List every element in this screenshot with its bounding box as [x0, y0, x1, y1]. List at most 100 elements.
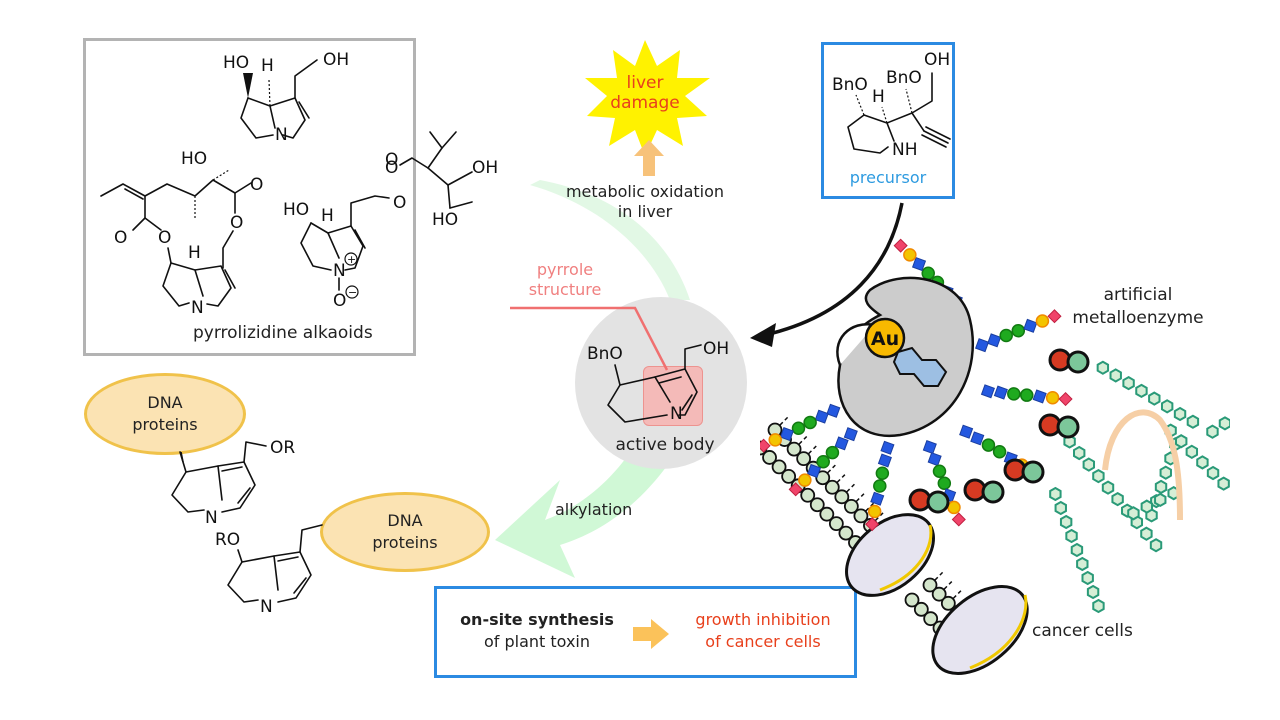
sugar-chain	[980, 384, 1073, 407]
summary-left-normal: of plant toxin	[483, 632, 591, 651]
atom-o-carbonyl: O	[114, 228, 127, 248]
atom-oh: OH	[472, 158, 498, 178]
summary-box: on-site synthesis of plant toxin growth …	[434, 586, 857, 678]
gold-center	[864, 317, 906, 359]
lipid	[819, 506, 835, 522]
ligand-shape	[892, 346, 948, 387]
atom-ho: HO	[283, 200, 309, 220]
precursor-label: precursor	[850, 168, 927, 187]
atom-o-minus: O	[333, 291, 346, 311]
sugar-chain	[865, 440, 895, 532]
dna-bubble-1: DNA proteins	[84, 373, 246, 455]
sugar-chain	[760, 403, 841, 453]
alkaloid-box	[83, 38, 416, 356]
arrowhead-icon	[750, 323, 776, 347]
metalloenzyme-scene: Au artificial metalloenzyme cancer cells	[760, 238, 1230, 675]
cancer-cells-label: cancer cells	[1032, 621, 1133, 641]
lipid	[923, 611, 939, 627]
sugar-chain	[788, 427, 858, 497]
lipid	[853, 502, 875, 524]
pyrrole-label-line2: structure	[528, 280, 602, 299]
atom-h: H	[872, 87, 885, 107]
burst-label-line1: liver	[627, 73, 664, 93]
atom-bno: BnO	[832, 75, 868, 95]
binder-pair	[1003, 458, 1045, 484]
bubble2-line1: DNA	[387, 511, 423, 530]
lipid	[913, 601, 929, 617]
lipid	[771, 459, 787, 475]
bubble2-line2: proteins	[372, 533, 438, 552]
atom-ro: RO	[215, 530, 240, 550]
process-line2: in liver	[617, 202, 673, 221]
alkaloid-caption: pyrrolizidine alkaoids	[193, 323, 373, 343]
pyrrole-highlight	[643, 366, 703, 426]
lipid	[931, 581, 953, 602]
binder-pair	[1038, 413, 1080, 439]
summary-left: on-site synthesis of plant toxin	[447, 609, 627, 653]
lipid	[824, 474, 846, 495]
lipid	[838, 525, 854, 541]
lipid	[828, 516, 844, 532]
dna-bubble-2: DNA proteins	[320, 492, 490, 572]
lipid	[786, 435, 808, 457]
burst-shape	[585, 40, 710, 156]
pyrrole-label-line1: pyrrole	[536, 260, 594, 279]
lipid	[940, 590, 962, 611]
atom-oh: OH	[703, 339, 729, 359]
precursor-structure: BnO BnO OH H NH precursor	[832, 50, 951, 187]
lipid	[843, 493, 865, 514]
glycan-chain	[1049, 486, 1105, 614]
atom-or: OR	[270, 440, 295, 458]
atom-o-carbonyl: O	[385, 150, 398, 170]
process-line1: metabolic oxidation	[565, 182, 725, 201]
atom-ho: HO	[181, 149, 207, 169]
atom-n: N	[260, 597, 273, 617]
pyrrole-label: pyrrole structure	[520, 260, 610, 300]
alkaloid-structures: HO H OH N HO O O O O H N HO H	[100, 50, 406, 343]
glycan-chain	[1164, 423, 1230, 491]
precursor-to-active-arrow	[750, 202, 904, 347]
n-oxide-molecule: HO H O O N + O −	[283, 150, 406, 311]
lipid	[762, 450, 777, 465]
atom-o: O	[385, 158, 398, 178]
lipid	[796, 445, 817, 467]
enzyme-label-line1: artificial	[1104, 285, 1173, 305]
charge-minus: −	[348, 286, 357, 299]
atom-h: H	[321, 206, 334, 226]
atom-ho: HO	[432, 210, 458, 230]
glycan-chain	[1127, 486, 1180, 521]
lipid	[904, 592, 920, 608]
bubble1-line2: proteins	[132, 415, 198, 434]
summary-right-line2: of cancer cells	[705, 632, 821, 651]
summary-right: growth inhibition of cancer cells	[673, 609, 853, 653]
membrane-protein-1	[845, 513, 935, 597]
liver-damage-burst: liver damage	[585, 40, 710, 156]
lipid	[834, 483, 855, 505]
atom-oh: OH	[323, 50, 349, 70]
burst-label-line2: damage	[610, 93, 679, 113]
cell-glycans	[1049, 360, 1230, 614]
atom-n: N	[205, 508, 218, 528]
lipid	[781, 468, 797, 484]
atom-nh: NH	[892, 140, 918, 160]
lipid	[809, 497, 825, 513]
charge-plus: +	[347, 253, 356, 266]
enzyme-label-line2: metalloenzyme	[1072, 308, 1203, 328]
atom-h: H	[261, 56, 274, 76]
binder-pair	[908, 488, 950, 514]
sugar-chain	[975, 309, 1062, 353]
atom-o-carbonyl: O	[250, 175, 263, 195]
atom-n: N	[191, 298, 204, 318]
atom-n: N	[670, 404, 683, 424]
enzyme-sugar-chains	[760, 238, 1090, 532]
atom-n: N	[275, 125, 288, 145]
binder-pair	[1048, 348, 1090, 374]
up-arrow-icon	[634, 140, 664, 176]
atom-oh: OH	[924, 50, 950, 70]
atom-bno: BnO	[886, 68, 922, 88]
active-body-label: active body	[615, 435, 714, 455]
atom-o-ester: O	[393, 193, 406, 213]
oxidation-arc	[530, 180, 690, 300]
metal-label: Au	[871, 328, 899, 350]
atom-bno: BnO	[587, 344, 623, 364]
